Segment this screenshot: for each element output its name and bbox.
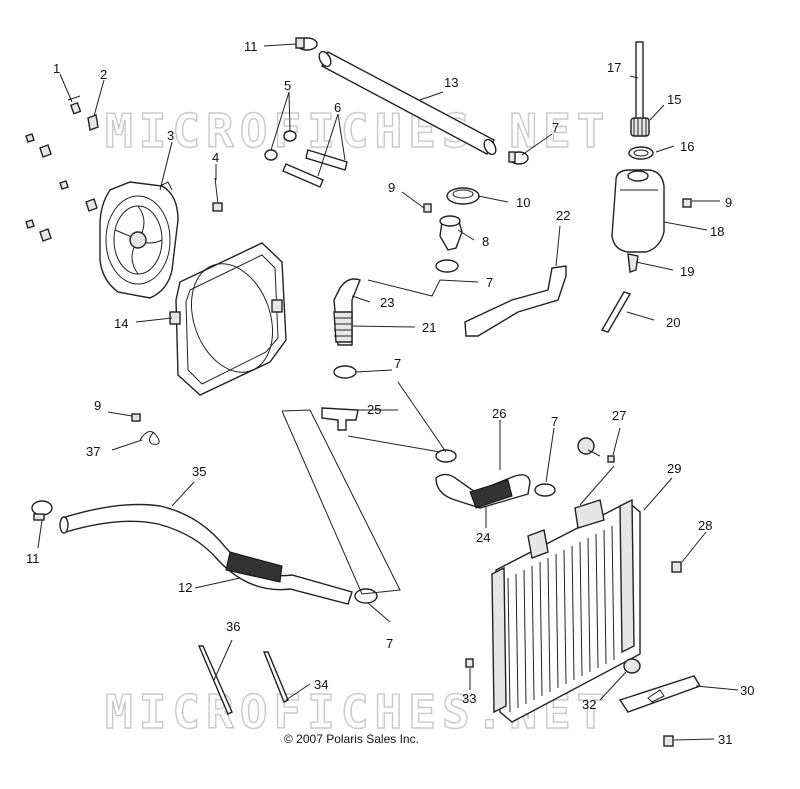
callout-1: 1: [53, 61, 60, 76]
callout-30: 30: [740, 683, 754, 698]
rod-part-36: [197, 645, 233, 715]
callout-5: 5: [284, 78, 291, 93]
callout-2: 2: [100, 67, 107, 82]
clip-part-2: [87, 114, 99, 131]
small-screws-left: [25, 133, 98, 242]
clamp-part-7-lower-left: [354, 588, 378, 604]
callout-7-upper: 7: [552, 120, 559, 135]
fitting-part-19: [627, 253, 639, 273]
screw-part-9-center: [423, 203, 432, 213]
shroud-part-14: [169, 242, 287, 396]
callout-28: 28: [698, 518, 712, 533]
callout-11-top: 11: [244, 39, 258, 54]
callout-31: 31: [718, 732, 732, 747]
callout-17: 17: [607, 60, 621, 75]
callout-13: 13: [444, 75, 458, 90]
clamp-part-7-mid: [333, 365, 357, 379]
screw-part-9-left: [131, 413, 141, 422]
callout-14: 14: [114, 316, 128, 331]
bracket-part-22: [464, 265, 567, 337]
callout-16: 16: [680, 139, 694, 154]
callout-24: 24: [476, 530, 490, 545]
clamp-part-11-top: [295, 37, 318, 51]
screw-part-31: [663, 735, 674, 747]
callout-8: 8: [482, 234, 489, 249]
callout-19: 19: [680, 264, 694, 279]
radiator-fins: [507, 525, 615, 713]
hose-part-13: [318, 50, 497, 156]
callout-15: 15: [667, 92, 681, 107]
callout-34: 34: [314, 677, 328, 692]
callout-11-left: 11: [26, 551, 40, 566]
screw-part-33: [465, 658, 474, 668]
gasket-part-16: [628, 146, 654, 160]
callout-21: 21: [422, 320, 436, 335]
filler-neck-part-8: [439, 215, 463, 251]
tee-part-25: [321, 407, 359, 431]
radiator-part-29: [491, 498, 641, 723]
hose-part-35: [59, 503, 353, 605]
bolt-part-4: [212, 177, 223, 212]
callout-22: 22: [556, 208, 570, 223]
cap-part-15: [630, 117, 650, 137]
callout-26: 26: [492, 406, 506, 421]
callout-18: 18: [710, 224, 724, 239]
leader-lines: [37, 43, 739, 741]
rod-part-34: [262, 651, 289, 703]
callout-9-right: 9: [725, 195, 732, 210]
tubes-part-6: [282, 149, 348, 188]
callout-4: 4: [212, 150, 219, 165]
callout-9-center: 9: [388, 180, 395, 195]
hose-part-26-24: [435, 473, 531, 509]
callout-7-neck: 7: [486, 275, 493, 290]
sleeve-part-12: [225, 551, 283, 583]
callout-9-left: 9: [94, 398, 101, 413]
clamp-part-7-upper: [508, 151, 529, 165]
callout-10: 10: [516, 195, 530, 210]
watermark-top: MICROFICHES.NET: [105, 104, 610, 158]
bracket-part-30: [618, 675, 702, 713]
callout-7-mid: 7: [394, 356, 401, 371]
screw-part-9-right: [682, 198, 692, 208]
callout-35: 35: [192, 464, 206, 479]
vent-tube-part-17: [635, 41, 644, 121]
hose-part-23-21: [333, 278, 361, 346]
callout-29: 29: [667, 461, 681, 476]
callout-3: 3: [167, 128, 174, 143]
callout-32: 32: [582, 697, 596, 712]
clamp-part-7-tee: [435, 449, 457, 463]
spring-part-37: [139, 431, 160, 445]
bottle-part-18: [611, 169, 665, 253]
grommet-part-32: [623, 658, 641, 674]
callout-6: 6: [334, 100, 341, 115]
callout-23: 23: [380, 295, 394, 310]
fan-assembly-part-3: [99, 181, 179, 299]
callout-25: 25: [367, 402, 381, 417]
callout-37: 37: [86, 444, 100, 459]
screw-part-28: [671, 561, 682, 573]
grommet-part-27: [577, 437, 615, 463]
callout-36: 36: [226, 619, 240, 634]
callout-7-lower: 7: [386, 636, 393, 651]
callout-33: 33: [462, 691, 476, 706]
callout-20: 20: [666, 315, 680, 330]
copyright-notice: © 2007 Polaris Sales Inc.: [284, 732, 419, 746]
clamp-part-7-right: [534, 483, 556, 497]
callout-7-right: 7: [551, 414, 558, 429]
callout-12: 12: [178, 580, 192, 595]
clamp-part-11-left: [31, 500, 53, 521]
tube-part-20: [600, 291, 632, 333]
screw-part-1: [67, 95, 82, 115]
callout-labels: 1 2 3 4 5 6 7 7 7 7 7 8 9 9 9 10 11 11 1…: [26, 39, 754, 747]
cap-part-10: [446, 187, 480, 205]
callout-27: 27: [612, 408, 626, 423]
clamp-part-7-neck: [435, 259, 459, 273]
